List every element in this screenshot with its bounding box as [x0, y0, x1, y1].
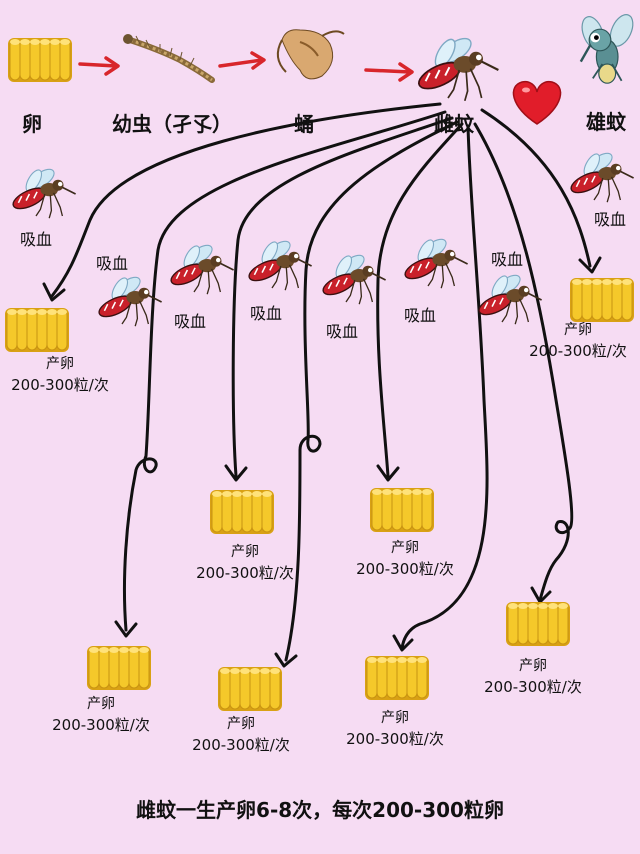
egg-label-5-count: 200-300粒/次: [52, 716, 150, 734]
heart-icon: [512, 80, 562, 125]
mosquito-4: [245, 236, 313, 292]
egg-label-7-title: 产卵: [381, 710, 409, 726]
stage-arrows: [78, 51, 414, 82]
egg-label-3-title: 产卵: [391, 540, 419, 556]
blood-meal-label-6: 吸血: [404, 306, 437, 325]
egg-label-2: 产卵 200-300粒/次: [180, 542, 310, 584]
blood-meal-label-5: 吸血: [326, 322, 359, 341]
egg-label-6-title: 产卵: [227, 716, 255, 732]
egg-label-6-count: 200-300粒/次: [192, 736, 290, 754]
mosquito-8: [567, 148, 635, 204]
mosquito-3: [167, 240, 235, 296]
female-mosquito-image: [414, 32, 500, 102]
egg-cluster-1: [4, 307, 70, 353]
egg-cluster-7: [364, 655, 430, 701]
blood-meal-label-1: 吸血: [20, 230, 53, 249]
egg-label-1-count: 200-300粒/次: [11, 376, 109, 394]
egg-label-5: 产卵 200-300粒/次: [36, 694, 166, 736]
summary-text: 雌蚊一生产卵6-8次，每次200-300粒卵: [136, 798, 504, 822]
pupa-stage-image: [276, 29, 345, 80]
egg-cluster-4: [569, 277, 635, 323]
egg-label-8-count: 200-300粒/次: [484, 678, 582, 696]
egg-label-4-count: 200-300粒/次: [529, 342, 627, 360]
egg-cluster-6: [217, 666, 283, 712]
larva-stage-image: [123, 34, 215, 83]
male-stage-label: 雄蚊: [586, 110, 626, 134]
pupa-stage-label: 蛹: [294, 112, 314, 136]
egg-stage-label: 卵: [22, 112, 42, 136]
mosquito-5: [319, 250, 387, 306]
blood-meal-label-2: 吸血: [96, 254, 129, 273]
egg-cluster-8: [505, 601, 571, 647]
egg-cluster-2: [209, 489, 275, 535]
egg-label-4: 产卵 200-300粒/次: [516, 320, 640, 362]
egg-label-7-count: 200-300粒/次: [346, 730, 444, 748]
male-mosquito-image: [576, 9, 639, 85]
egg-label-3: 产卵 200-300粒/次: [340, 538, 470, 580]
egg-label-8: 产卵 200-300粒/次: [468, 656, 598, 698]
blood-meal-label-8: 吸血: [594, 210, 627, 229]
egg-cluster-5: [86, 645, 152, 691]
egg-label-2-title: 产卵: [231, 544, 259, 560]
egg-label-6: 产卵 200-300粒/次: [176, 714, 306, 756]
egg-label-2-count: 200-300粒/次: [196, 564, 294, 582]
mosquito-6: [401, 234, 469, 290]
egg-cluster-3: [369, 487, 435, 533]
blood-meal-label-4: 吸血: [250, 304, 283, 323]
mosquito-1: [9, 164, 77, 220]
egg-label-3-count: 200-300粒/次: [356, 560, 454, 578]
blood-meal-label-3: 吸血: [174, 312, 207, 331]
blood-meal-label-7: 吸血: [491, 250, 524, 269]
egg-label-4-title: 产卵: [564, 322, 592, 338]
egg-label-1-title: 产卵: [46, 356, 74, 372]
egg-label-1: 产卵 200-300粒/次: [0, 354, 120, 396]
female-stage-label: 雌蚊: [434, 112, 474, 136]
egg-label-7: 产卵 200-300粒/次: [330, 708, 460, 750]
egg-label-5-title: 产卵: [87, 696, 115, 712]
egg-label-8-title: 产卵: [519, 658, 547, 674]
egg-laying-paths: [42, 102, 602, 668]
egg-stage-image: [7, 37, 73, 83]
larva-stage-label: 幼虫（孑孓）: [112, 112, 232, 136]
